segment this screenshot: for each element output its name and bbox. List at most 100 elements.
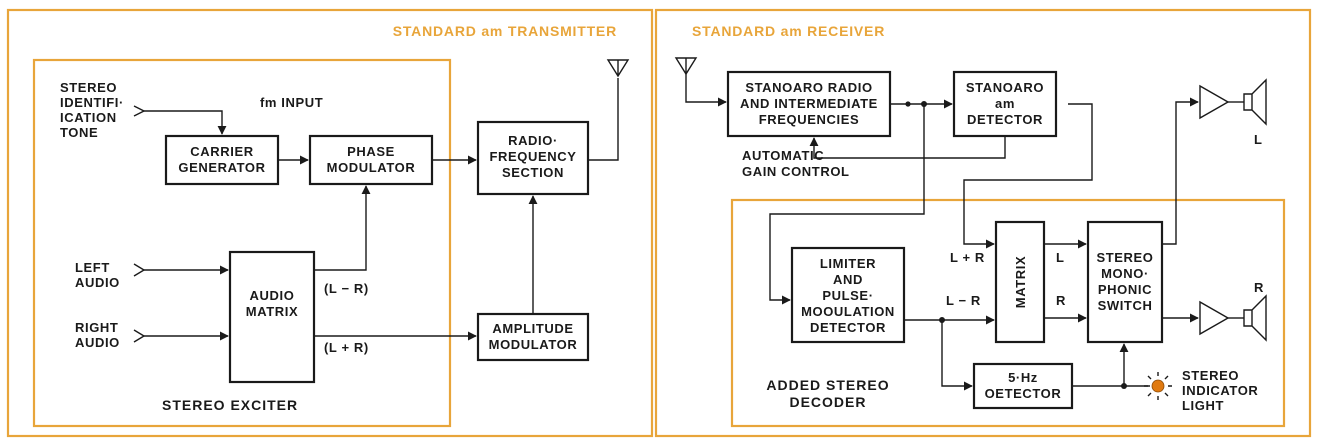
rf-to-antenna-wire — [588, 78, 619, 161]
right-audio-chevron — [133, 329, 146, 343]
rf-section-line-3: SECTION — [502, 165, 564, 180]
tone-label-4: TONE — [60, 125, 98, 140]
carrier-generator-line-2: GENERATOR — [178, 160, 265, 175]
antenna-to-radio-wire — [685, 74, 727, 107]
radio-if-line-3: FREQUENCIES — [759, 112, 860, 127]
hz-detector-line-1: 5·Hz — [1008, 370, 1038, 385]
matrix-label: MATRIX — [1013, 256, 1028, 308]
indicator-line-2: INDICATOR — [1182, 383, 1258, 398]
right-amplifier-icon — [1199, 300, 1244, 336]
tx-diff-signal-label: (L − R) — [324, 281, 369, 296]
switch-line-2: MONO· — [1101, 266, 1149, 281]
if-to-limiter-wire — [769, 104, 925, 305]
rx-right-signal-label: R — [1056, 293, 1066, 308]
agc-line-1: AUTOMATIC — [742, 148, 824, 163]
decoder-line-2: DECODER — [789, 394, 866, 410]
tone-to-carrier-wire — [144, 110, 227, 135]
decoder-line-1: ADDED STEREO — [766, 377, 889, 393]
audio-matrix-line-1: AUDIO — [250, 288, 295, 303]
receiver-header: STANDARD am RECEIVER — [692, 23, 885, 39]
stereo-indicator-light-icon — [1144, 372, 1172, 400]
tx-sum-signal-label: (L + R) — [324, 340, 369, 355]
stereo-decoder-frame — [730, 198, 1286, 428]
limiter-line-5: DETECTOR — [810, 320, 886, 335]
left-audio-label-1: LEFT — [75, 260, 110, 275]
audio-matrix-line-2: MATRIX — [246, 304, 298, 319]
rx-sum-signal-label: L + R — [950, 250, 985, 265]
am-detector-line-2: am — [995, 96, 1015, 111]
transmitter-header: STANDARD am TRANSMITTER — [393, 23, 617, 39]
tone-label-2: IDENTIFI· — [60, 95, 124, 110]
indicator-line-3: LIGHT — [1182, 398, 1224, 413]
receive-antenna-icon — [674, 57, 698, 76]
amplitude-modulator-line-2: MODULATOR — [489, 337, 578, 352]
carrier-generator-line-1: CARRIER — [190, 144, 253, 159]
switch-to-left-amp-wire — [1162, 97, 1199, 245]
switch-line-1: STEREO — [1096, 250, 1153, 265]
rf-section-line-1: RADIO· — [508, 133, 558, 148]
left-amplifier-icon — [1199, 84, 1244, 120]
detector-to-matrix-wire — [963, 103, 1093, 249]
hz-detector-line-2: OETECTOR — [985, 386, 1062, 401]
indicator-line-1: STEREO — [1182, 368, 1239, 383]
switch-line-3: PHONIC — [1098, 282, 1152, 297]
limiter-line-2: AND — [833, 272, 863, 287]
limiter-line-3: PULSE· — [822, 288, 873, 303]
phase-modulator-line-1: PHASE — [347, 144, 395, 159]
transmitter-frame — [6, 8, 654, 438]
phase-modulator-line-2: MODULATOR — [327, 160, 416, 175]
right-audio-label-2: AUDIO — [75, 335, 120, 350]
transmit-antenna-icon — [606, 59, 630, 78]
rx-diff-signal-label: L − R — [946, 293, 981, 308]
switch-line-4: SWITCH — [1098, 298, 1153, 313]
right-speaker-label: R — [1254, 280, 1264, 295]
limiter-line-4: MOOULATION — [801, 304, 895, 319]
junction-dot — [905, 101, 911, 107]
matrix-block: MATRIX — [994, 220, 1046, 344]
left-audio-label-2: AUDIO — [75, 275, 120, 290]
radio-if-line-2: AND INTERMEDIATE — [740, 96, 878, 111]
radio-if-line-1: STANOARO RADIO — [745, 80, 872, 95]
tone-label-1: STEREO — [60, 80, 117, 95]
right-audio-label-1: RIGHT — [75, 320, 118, 335]
agc-feedback-wire — [809, 136, 1006, 159]
hz-to-switch-wire — [1072, 343, 1129, 387]
stereo-exciter-label: STEREO EXCITER — [162, 397, 298, 413]
left-audio-chevron — [133, 263, 146, 277]
tone-label-3: ICATION — [60, 110, 117, 125]
fm-input-label: fm INPUT — [260, 95, 323, 110]
amplitude-modulator-line-1: AMPLITUDE — [492, 321, 573, 336]
limiter-to-hz-wire — [941, 320, 973, 391]
limiter-line-1: LIMITER — [820, 256, 876, 271]
